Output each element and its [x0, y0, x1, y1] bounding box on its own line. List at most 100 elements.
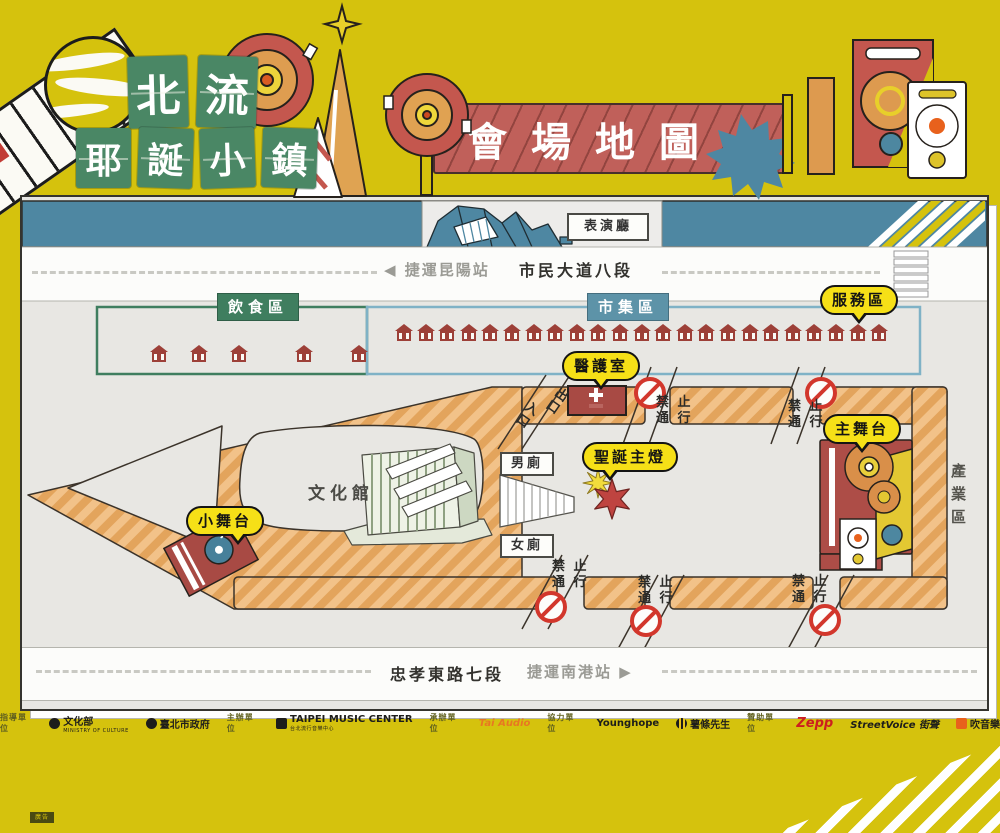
logo-char-block: 誕	[136, 127, 195, 189]
main-stage-bubble: 主舞台	[823, 414, 902, 453]
culture-hall-building	[343, 443, 493, 546]
no-entry-icon	[805, 377, 837, 409]
sponsor-younghope: Younghope	[596, 717, 660, 729]
market-stall-icon	[827, 324, 845, 341]
christmas-light-bubble: 聖誕主燈	[582, 442, 679, 481]
crosswalk-icon	[893, 250, 929, 298]
zhongxiao-road	[22, 647, 987, 701]
market-stall-icon	[784, 324, 802, 341]
globe-decoration	[44, 36, 142, 134]
sponsor-lbl-sponsor: 贊助單位	[747, 713, 775, 733]
market-stall-icon	[395, 324, 413, 341]
market-stall-icon	[676, 324, 694, 341]
no-entry-label: 禁 止 通 行	[792, 574, 829, 605]
logo-char-block: 流	[195, 54, 259, 130]
no-entry-label: 禁 止 通 行	[656, 395, 693, 426]
no-entry-icon	[809, 604, 841, 636]
event-logo-row1: 北流	[127, 54, 259, 130]
page-title: 會場地圖	[467, 119, 723, 166]
market-stall-icon	[438, 324, 456, 341]
right-arrow-icon: ▶	[619, 663, 633, 681]
no-entry-icon	[630, 605, 662, 637]
piano-red-key	[0, 121, 10, 168]
market-zone-label: 市集區	[587, 293, 670, 321]
market-stall-icon	[295, 345, 313, 362]
ad-badge: 廣告	[30, 812, 54, 823]
taipei-logo-icon	[145, 717, 157, 729]
sponsor-zepp: Zepp	[796, 715, 834, 731]
market-stall-icon	[611, 324, 629, 341]
market-stall-icon	[546, 324, 564, 341]
market-stall-icon	[190, 345, 208, 362]
sponsor-taipei: 臺北市政府	[145, 716, 210, 731]
left-arrow-icon: ◀	[384, 261, 398, 279]
market-stall-icon	[654, 324, 672, 341]
women-toilet-label: 女廁	[500, 534, 554, 558]
road-dashed-line	[32, 271, 377, 274]
service-zone-bubble: 服務區	[820, 285, 899, 324]
performance-hall-label: 表演廳	[567, 213, 649, 241]
road-dashed-line	[36, 670, 371, 673]
food-zone-label: 飲食區	[217, 293, 300, 321]
mrt-nangang-station-label: 捷運南港站 ▶	[527, 663, 633, 681]
men-toilet-label: 男廁	[500, 452, 554, 476]
speaker-boxes-decoration	[807, 39, 967, 179]
civic-blvd-label: 市民大道八段	[519, 261, 634, 280]
medical-room-bubble: 醫護室	[562, 351, 641, 390]
moc-logo-icon	[49, 717, 61, 729]
no-entry-label: 禁 止 通 行	[638, 575, 675, 606]
sponsor-sv: StreetVoice 街聲	[850, 719, 939, 731]
market-stall-icon	[849, 324, 867, 341]
stairs-funnel	[499, 474, 575, 528]
logo-char-block: 小	[198, 127, 257, 189]
corner-stripes-decoration	[775, 743, 1000, 833]
no-entry-icon	[535, 591, 567, 623]
market-stall-icon	[417, 324, 435, 341]
event-logo-row2: 耶誕小鎮	[76, 127, 319, 189]
tmc-logo-icon	[275, 717, 287, 729]
zhongxiao-road-label: 忠孝東路七段	[390, 665, 505, 684]
market-stall-icon	[481, 324, 499, 341]
road-dashed-line	[662, 670, 977, 673]
mrt-kunyang-station-label: ◀ 捷運昆陽站	[384, 261, 490, 279]
venue-map-title-banner: 會場地圖	[433, 103, 789, 174]
market-stall-icon	[870, 324, 888, 341]
culture-hall-label: 文化館	[308, 484, 374, 504]
fries-logo-icon	[676, 717, 688, 729]
sponsor-lbl-guide: 指導單位	[0, 713, 28, 733]
market-stall-icon	[503, 324, 521, 341]
blow-logo-icon	[955, 717, 967, 729]
industry-zone-label: 產業區	[949, 463, 967, 532]
sponsor-tai: Tai Audio	[478, 717, 531, 729]
market-stall-icon	[719, 324, 737, 341]
venue-map: ♪ 表演廳 ◀ 捷運昆陽站 市民大道八段 飲食區 市集區 服務區 醫護室 出口 …	[20, 195, 989, 711]
sponsor-fries: 薯條先生	[676, 716, 730, 731]
market-stall-icon	[230, 345, 248, 362]
sponsor-lbl-coop: 協力單位	[547, 713, 575, 733]
logo-char-block: 北	[127, 55, 189, 129]
market-stall-icon	[350, 345, 368, 362]
market-stall-icon	[741, 324, 759, 341]
market-stall-icon	[525, 324, 543, 341]
performance-hall-building	[426, 205, 573, 248]
market-stall-icon	[589, 324, 607, 341]
no-entry-label: 禁 止 通 行	[788, 399, 825, 430]
no-entry-label: 禁 止 通 行	[552, 559, 589, 590]
small-stage-bubble: 小舞台	[186, 506, 265, 545]
main-stage-illustration	[819, 439, 913, 571]
sponsor-lbl-exec: 承辦單位	[429, 713, 457, 733]
market-stall-icon	[568, 324, 586, 341]
diagonal-stripes-decoration	[867, 201, 985, 247]
logo-char-block: 鎮	[260, 127, 319, 189]
market-stall-icon	[697, 324, 715, 341]
market-stall-icon	[460, 324, 478, 341]
market-stall-icon	[805, 324, 823, 341]
logo-char-block: 耶	[76, 128, 131, 188]
star-icon	[321, 2, 363, 46]
road-dashed-line	[662, 271, 880, 274]
market-stall-icon	[762, 324, 780, 341]
sponsor-blow: 吹音樂	[955, 716, 1000, 731]
